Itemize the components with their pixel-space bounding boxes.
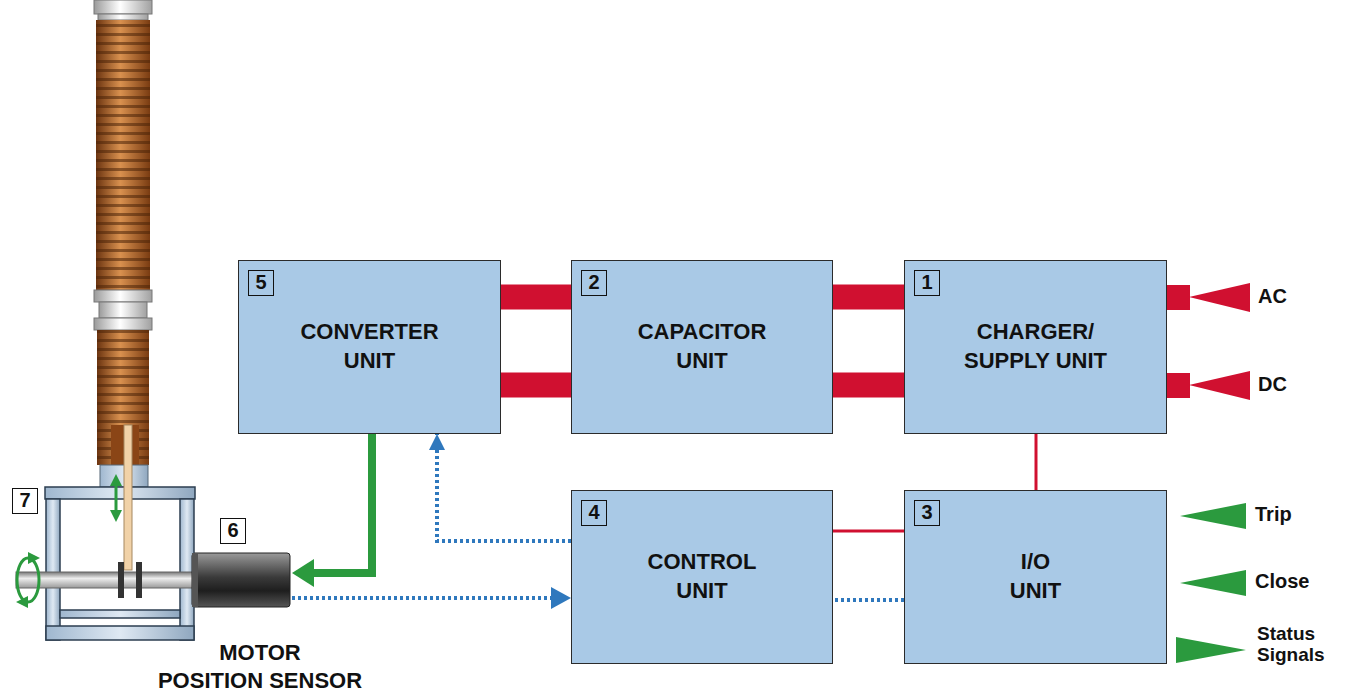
signal-name: DC [1258, 373, 1287, 395]
callout-number: 4 [581, 500, 607, 526]
unit-box: 5CONVERTER UNIT [238, 260, 501, 434]
power-bus [501, 285, 571, 310]
bushing-cap [98, 14, 148, 20]
unit-title: CHARGER/ SUPPLY UNIT [948, 318, 1123, 375]
part-name: MOTOR POSITION SENSOR [158, 640, 362, 693]
callout-number: 7 [12, 488, 38, 514]
callout-number: 3 [914, 500, 940, 526]
number-frame: 2 [581, 270, 607, 296]
motor-cap [192, 553, 198, 607]
bushing-cap [94, 0, 152, 14]
text-holder: I/O UNIT [905, 491, 1166, 663]
label-holder: Trip [1255, 503, 1292, 526]
insulator-flange [94, 290, 152, 302]
unit-title: I/O UNIT [998, 548, 1073, 605]
supply-wire [833, 530, 904, 533]
motion-arrow [115, 484, 118, 512]
supply-wire [1035, 434, 1038, 490]
coupling [118, 562, 124, 598]
unit-box: 1CHARGER/ SUPPLY UNIT [904, 260, 1167, 434]
label-holder: Status Signals [1257, 624, 1325, 666]
signal-wire [833, 598, 904, 602]
signal-name: Status Signals [1257, 624, 1325, 666]
motor-body [192, 553, 290, 607]
coupling [136, 562, 142, 598]
input-arrow [1180, 503, 1246, 529]
power-wire [312, 434, 372, 573]
callout-number: 6 [220, 518, 246, 544]
insulator-flange [99, 302, 147, 318]
text-holder: CONVERTER UNIT [239, 261, 500, 433]
rotation-arrow [28, 552, 40, 564]
supply-bar [1166, 373, 1190, 398]
arrow-head [292, 559, 314, 587]
insulator-ribs [96, 20, 150, 290]
text-holder: CONTROL UNIT [572, 491, 832, 663]
output-arrow [1176, 637, 1246, 663]
signal-name: AC [1258, 285, 1287, 307]
motion-arrow [110, 510, 122, 522]
supply-bar [1166, 285, 1190, 310]
callout-number: 5 [248, 270, 274, 296]
signal-wire [292, 596, 553, 600]
power-bus [833, 285, 904, 310]
input-arrow [1189, 371, 1250, 400]
housing-frame [46, 499, 60, 640]
power-bus [833, 373, 904, 398]
power-bus [501, 373, 571, 398]
housing-frame [60, 610, 180, 618]
unit-title: CAPACITOR UNIT [615, 318, 790, 375]
signal-name: Close [1255, 570, 1309, 592]
unit-box: 2CAPACITOR UNIT [571, 260, 833, 434]
label-holder: MOTOR POSITION SENSOR [152, 640, 368, 696]
insulator-flange [94, 318, 152, 330]
operating-rod [124, 425, 132, 570]
spacer [338, 640, 368, 666]
number-frame: 4 [581, 500, 607, 526]
input-arrow [1189, 283, 1250, 312]
number-frame: 5 [248, 270, 274, 296]
label-holder: 6 [220, 518, 246, 544]
signal-wire [437, 434, 571, 541]
arrow-head [551, 587, 571, 609]
spacer [152, 640, 182, 666]
signal-name: Trip [1255, 503, 1292, 525]
label-holder: 7 [12, 488, 38, 514]
label-holder: DC [1258, 373, 1287, 396]
label-holder: AC [1258, 285, 1287, 308]
drive-shaft [16, 572, 196, 588]
number-frame: 3 [914, 500, 940, 526]
input-arrow [1180, 570, 1246, 596]
rotation-arrow [16, 596, 28, 608]
unit-title: CONVERTER UNIT [282, 318, 457, 375]
motion-arrow [110, 474, 122, 486]
rotation-arrow [17, 558, 39, 602]
callout-number: 1 [914, 270, 940, 296]
text-holder: CHARGER/ SUPPLY UNIT [905, 261, 1166, 433]
unit-title: CONTROL UNIT [627, 548, 777, 605]
unit-box: 4CONTROL UNIT [571, 490, 833, 664]
housing-frame [46, 626, 194, 640]
label-holder: Close [1255, 570, 1309, 593]
unit-box: 3I/O UNIT [904, 490, 1167, 664]
housing-frame [45, 487, 195, 499]
number-frame: 1 [914, 270, 940, 296]
text-holder: CAPACITOR UNIT [572, 261, 832, 433]
insulator-upper [96, 20, 150, 290]
callout-number: 2 [581, 270, 607, 296]
